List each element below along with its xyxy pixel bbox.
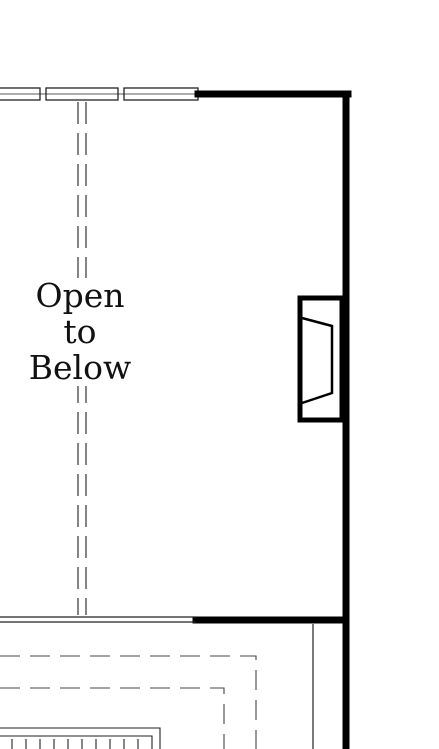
stair-railing (0, 727, 161, 749)
top-windows (0, 87, 199, 101)
room-label-open-to-below: Open to Below (0, 278, 160, 386)
ceiling-line-inner (0, 687, 225, 749)
railing-outer (0, 727, 161, 749)
ceiling-dashed-lines (0, 655, 257, 749)
exterior-walls (192, 90, 352, 749)
balcony-ledge (0, 616, 196, 623)
room-label-line-1: Open (35, 276, 125, 315)
railing-inner (0, 735, 153, 749)
room-label-line-2: to (63, 312, 97, 351)
fireplace (297, 295, 345, 423)
room-label-line-3: Below (28, 348, 132, 387)
fireplace-firebox (301, 316, 334, 405)
ceiling-line-outer (0, 655, 257, 749)
